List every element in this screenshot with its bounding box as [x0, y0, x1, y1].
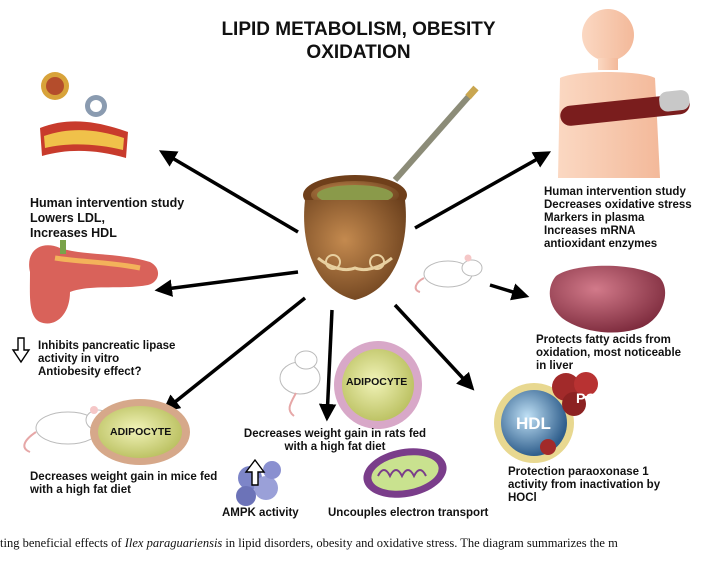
arrow-to-rats: [318, 309, 337, 422]
caption-before: ting beneficial effects of: [0, 536, 125, 550]
arrow-to-pancreas: [154, 270, 299, 297]
label-paraoxonase: Protection paraoxonase 1 activity from i…: [508, 466, 661, 504]
arrow-to-liver: [489, 283, 530, 301]
adipocyte-icon-left: [90, 399, 190, 465]
down-arrow-icon: [11, 337, 31, 364]
label-mice-weight-gain: Decreases weight gain in mice fed with a…: [30, 471, 218, 496]
label-adipocyte-center: ADIPOCYTE: [346, 376, 408, 388]
blood-vessel-icon: [40, 72, 128, 158]
arrow-to-human: [414, 151, 552, 230]
diagram-title-line2: OXIDATION: [306, 42, 411, 63]
label-rats-weight-gain: Decreases weight gain in rats fed with a…: [243, 428, 427, 453]
label-human-oxidative: Human intervention study Decreases oxida…: [544, 186, 692, 250]
human-body-icon: [558, 9, 660, 178]
arrow-to-hdl: [393, 303, 475, 391]
label-human-ldl: Human intervention study Lowers LDL, Inc…: [30, 196, 185, 240]
pon1-protein-icon: [540, 372, 598, 455]
mate-gourd-icon: [303, 85, 479, 300]
liver-icon: [549, 265, 666, 333]
mouse-icon-right: [414, 254, 483, 293]
label-liver-protection: Protects fatty acids from oxidation, mos…: [536, 334, 682, 372]
adipocyte-icon-center: [334, 341, 422, 429]
rat-icon: [279, 350, 321, 417]
arrow-to-mice: [162, 296, 307, 413]
blood-test-tube-icon: [560, 90, 690, 126]
caption-species: Ilex paraguariensis: [124, 536, 223, 550]
label-adipocyte-left: ADIPOCYTE: [110, 426, 172, 438]
pancreas-icon: [29, 240, 159, 324]
arrow-to-blood-vessel: [158, 150, 299, 234]
caption-after: in lipid disorders, obesity and oxidativ…: [222, 536, 618, 550]
label-electron-transport: Uncouples electron transport: [328, 507, 489, 519]
up-arrow-icon: [244, 458, 266, 486]
label-pancreatic-lipase: Inhibits pancreatic lipase activity in v…: [38, 340, 176, 378]
effect-arrows: [154, 150, 552, 422]
mitochondrion-icon: [363, 448, 447, 498]
label-pon1: PON1: [576, 390, 615, 406]
label-hdl: HDL: [516, 414, 551, 433]
label-ampk-activity: AMPK activity: [222, 507, 299, 519]
figure-caption: ting beneficial effects of Ilex paraguar…: [0, 536, 717, 551]
diagram-title-line1: LIPID METABOLISM, OBESITY: [221, 19, 496, 40]
